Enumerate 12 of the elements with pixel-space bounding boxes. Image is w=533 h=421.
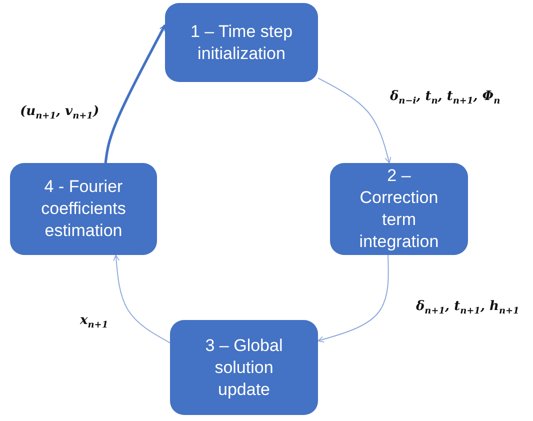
process-box bbox=[170, 320, 318, 415]
arrow bbox=[318, 78, 392, 164]
step-text: 1 – Time step initialization bbox=[189, 20, 294, 64]
step-text: 3 – Global solution update bbox=[204, 334, 284, 400]
process-box bbox=[165, 3, 318, 82]
step-text: 4 - Fourier coefficients estimation bbox=[40, 176, 127, 242]
arrow bbox=[104, 24, 166, 164]
step-text: 2 – Correction term integration bbox=[358, 165, 440, 253]
arrow bbox=[318, 254, 389, 342]
process-box bbox=[330, 163, 468, 255]
process-box bbox=[10, 163, 157, 255]
arrow bbox=[113, 254, 170, 344]
